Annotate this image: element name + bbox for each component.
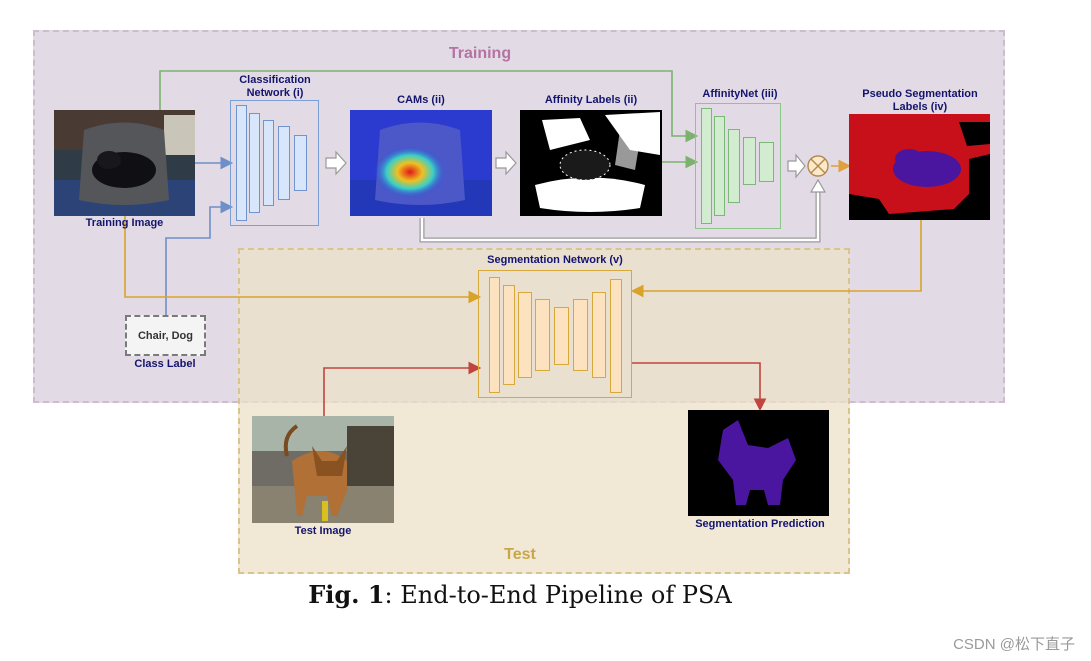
- network-layer: [592, 292, 606, 378]
- network-layer: [503, 285, 515, 385]
- test-image: [252, 416, 394, 523]
- training-region-title: Training: [448, 45, 512, 62]
- segmentation-prediction-image: [688, 410, 829, 516]
- network-layer: [249, 113, 260, 213]
- affinity-labels-image: [520, 110, 662, 216]
- network-layer: [518, 292, 532, 378]
- network-layer: [759, 142, 774, 182]
- training-image: [54, 110, 195, 216]
- figure-caption-text: : End-to-End Pipeline of PSA: [384, 581, 732, 609]
- segmentation-prediction-label: Segmentation Prediction: [695, 518, 825, 530]
- network-layer: [728, 129, 740, 203]
- class-label-box: Chair, Dog: [125, 315, 206, 356]
- class-label-title: Class Label: [134, 358, 196, 370]
- test-image-label: Test Image: [294, 525, 352, 537]
- cams-image: [350, 110, 492, 216]
- affinitynet: [695, 103, 781, 229]
- figure-caption: Fig. 1: End-to-End Pipeline of PSA: [0, 580, 1040, 609]
- affinitynet-label: AffinityNet (iii): [702, 88, 778, 100]
- network-layer: [573, 299, 588, 371]
- network-layer: [535, 299, 550, 371]
- classification-network-label: Classification Network (i): [239, 74, 311, 99]
- network-layer: [610, 279, 622, 393]
- network-layer: [554, 307, 569, 365]
- network-layer: [236, 105, 247, 221]
- classification-network: [230, 100, 319, 226]
- pseudo-segmentation-image: [849, 114, 990, 220]
- pseudo-segmentation-label: Pseudo Segmentation Labels (iv): [862, 88, 978, 113]
- watermark: CSDN @松下直子: [953, 636, 1075, 653]
- segmentation-network: [478, 270, 632, 398]
- cams-label: CAMs (ii): [397, 94, 445, 106]
- test-region-title: Test: [504, 546, 536, 563]
- training-image-label: Training Image: [85, 217, 164, 229]
- network-layer: [714, 116, 725, 216]
- segmentation-network-label: Segmentation Network (v): [487, 254, 623, 266]
- network-layer: [294, 135, 307, 191]
- network-layer: [489, 277, 500, 393]
- network-layer: [743, 137, 756, 185]
- network-layer: [701, 108, 712, 224]
- figure-caption-prefix: Fig. 1: [308, 580, 385, 609]
- affinity-labels-label: Affinity Labels (ii): [544, 94, 638, 106]
- network-layer: [263, 120, 274, 206]
- network-layer: [278, 126, 290, 200]
